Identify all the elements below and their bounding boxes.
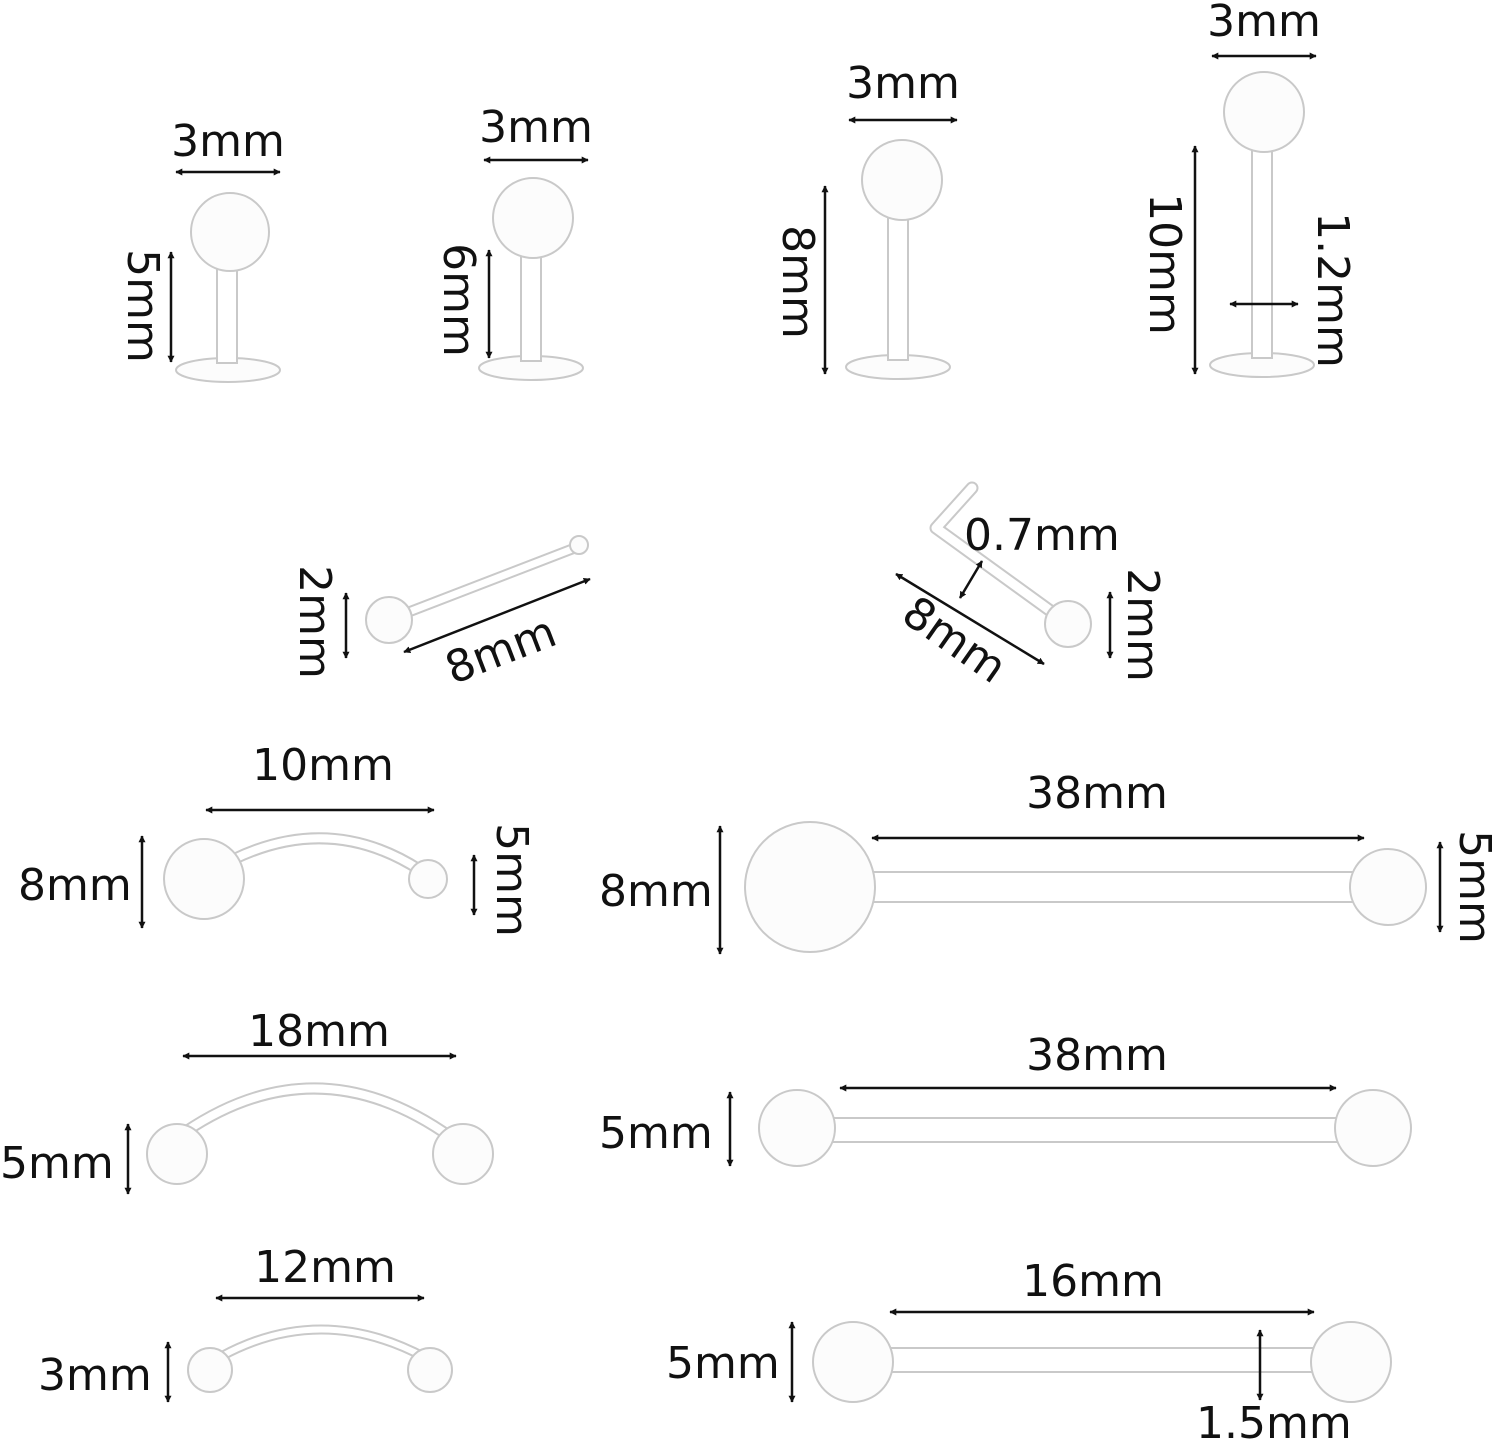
ball-size-label: 3mm	[1207, 0, 1321, 47]
length-label: 18mm	[248, 1006, 390, 1057]
length-label: 38mm	[1026, 1030, 1168, 1081]
straight-barbell-38mm: 38mm 5mm	[599, 1030, 1412, 1167]
ball-size-label: 2mm	[289, 565, 340, 679]
labret-post	[520, 244, 542, 362]
labret-post	[216, 257, 238, 364]
length-label: 16mm	[1022, 1256, 1164, 1307]
gauge-label: 1.5mm	[1196, 1398, 1352, 1444]
ball-size-label: 3mm	[846, 58, 960, 109]
barbell-ball	[1310, 1321, 1392, 1403]
curved-barbell-18mm: 18mm 5mm	[0, 1006, 494, 1195]
ball-right-label: 5mm	[1449, 830, 1500, 944]
labret-6mm: 3mm 6mm	[433, 102, 593, 381]
curved-barbell-10mm: 10mm 8mm 5mm	[18, 740, 537, 937]
barbell-ball	[146, 1123, 208, 1185]
nose-stud-ball	[1044, 600, 1092, 648]
length-label: 6mm	[433, 243, 484, 357]
barbell-ball	[432, 1123, 494, 1185]
curved-barbell-12mm: 12mm 3mm	[38, 1242, 453, 1403]
straight-bar	[849, 871, 1371, 903]
barbell-ball	[1334, 1089, 1412, 1167]
nose-stud-ball	[365, 596, 413, 644]
length-label: 8mm	[439, 606, 563, 694]
labret-ball	[1223, 71, 1305, 153]
length-dimension-arrow	[895, 572, 1045, 666]
straight-bar	[867, 1347, 1347, 1373]
labret-post	[887, 204, 909, 361]
length-label: 8mm	[772, 225, 823, 339]
ball-size-label: 3mm	[479, 102, 593, 153]
labret-ball	[190, 192, 270, 272]
barbell-ball-large	[163, 838, 245, 920]
gauge-label: 1.2mm	[1307, 212, 1358, 368]
straight-bar	[809, 1117, 1357, 1143]
length-label: 12mm	[254, 1242, 396, 1293]
ball-size-label: 3mm	[171, 116, 285, 167]
length-label: 10mm	[1139, 193, 1190, 335]
ball-right-label: 5mm	[486, 823, 537, 937]
barbell-ball	[812, 1321, 894, 1403]
length-label: 5mm	[117, 249, 168, 363]
length-label: 10mm	[252, 740, 394, 791]
nose-stud-straight: 2mm 8mm	[289, 535, 591, 695]
length-dimension-arrow	[403, 577, 591, 654]
ball-left-label: 5mm	[0, 1138, 114, 1189]
nose-stud-l-shape: 0.7mm 8mm 2mm	[893, 481, 1168, 694]
ball-left-label: 5mm	[599, 1108, 713, 1159]
ball-size-label: 2mm	[1117, 568, 1168, 682]
nose-stud-tip	[569, 535, 589, 555]
length-label: 8mm	[893, 587, 1015, 694]
barbell-ball-small	[1349, 848, 1427, 926]
gauge-dimension-arrow	[958, 560, 984, 599]
barbell-ball-large	[744, 821, 876, 953]
ball-left-label: 8mm	[599, 866, 713, 917]
gauge-label: 0.7mm	[964, 510, 1120, 561]
barbell-ball	[758, 1089, 836, 1167]
labret-ball	[492, 177, 574, 259]
barbell-ball	[187, 1347, 233, 1393]
ball-left-label: 5mm	[666, 1338, 780, 1389]
straight-barbell-38mm-large: 38mm 8mm 5mm	[599, 768, 1500, 955]
labret-post	[1251, 139, 1273, 359]
labret-8mm: 3mm 8mm	[772, 58, 960, 380]
labret-10mm: 3mm 10mm 1.2mm	[1139, 0, 1358, 378]
ball-left-label: 8mm	[18, 860, 132, 911]
length-label: 38mm	[1026, 768, 1168, 819]
barbell-ball	[407, 1347, 453, 1393]
labret-ball	[861, 139, 943, 221]
ball-left-label: 3mm	[38, 1350, 152, 1401]
barbell-ball-small	[408, 859, 448, 899]
labret-5mm: 3mm 5mm	[117, 116, 285, 383]
straight-barbell-16mm: 16mm 5mm 1.5mm	[666, 1256, 1392, 1444]
